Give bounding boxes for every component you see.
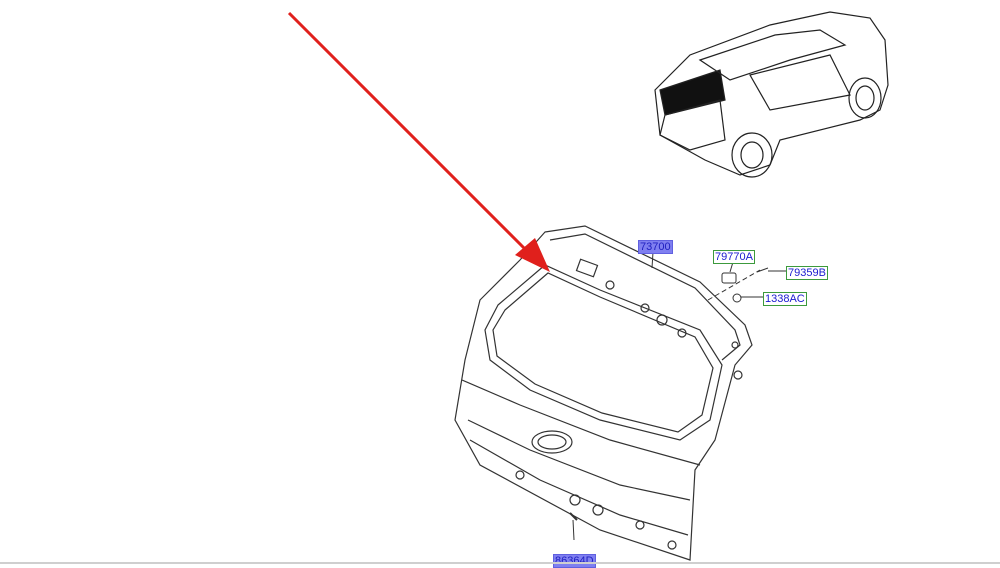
tailgate-panel: [454, 225, 753, 561]
bracket-part-icon: [721, 272, 737, 284]
vehicle-illustration: [654, 11, 889, 178]
part-label-73700[interactable]: 73700: [638, 240, 673, 254]
nut-part-icon: [732, 293, 742, 303]
part-label-1338ac[interactable]: 1338AC: [763, 292, 807, 306]
hardware-parts: [569, 251, 787, 541]
pointer-arrow: [287, 11, 550, 272]
part-label-79359b[interactable]: 79359B: [786, 266, 828, 280]
part-label-86364d[interactable]: 86364D: [553, 554, 596, 568]
bolt-part-icon: [756, 267, 769, 273]
divider: [0, 562, 1000, 564]
part-label-79770a[interactable]: 79770A: [713, 250, 755, 264]
